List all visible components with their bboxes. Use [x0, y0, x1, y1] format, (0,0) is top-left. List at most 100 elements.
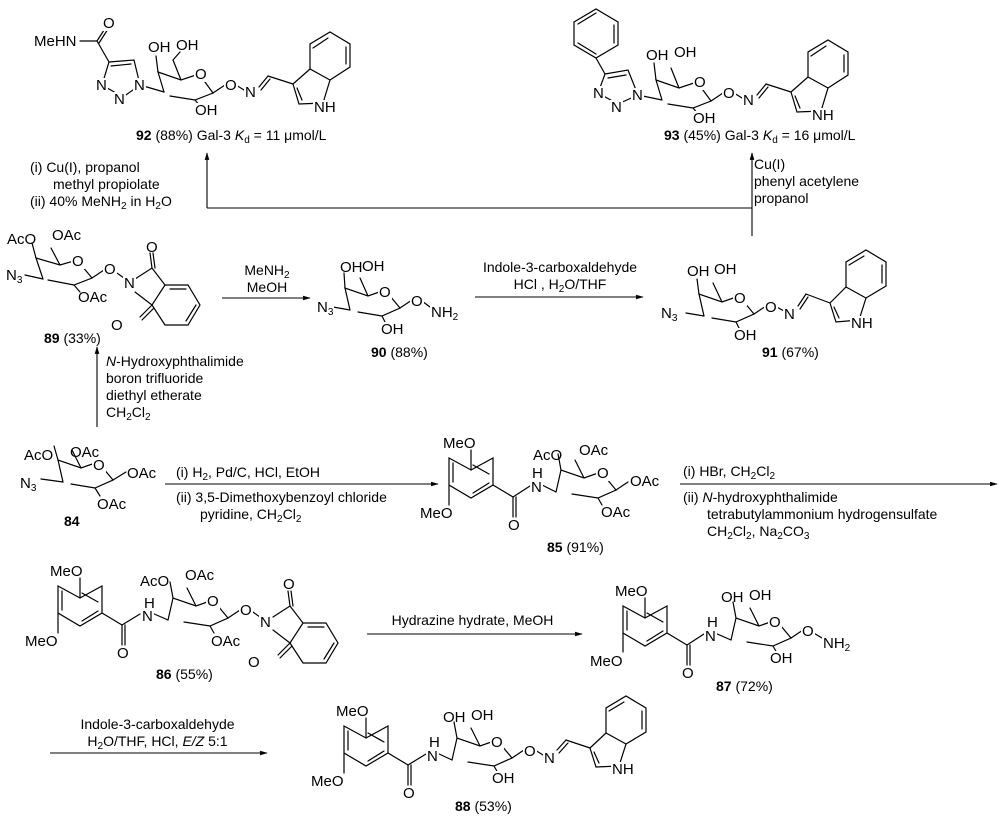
atom-o: O: [596, 465, 610, 482]
atom-oh: OH: [491, 770, 516, 787]
atom-oac: OAc: [579, 442, 609, 459]
compound-yield: (33%): [63, 330, 101, 346]
compound-yield: (53%): [474, 798, 512, 814]
structure-89: [24, 242, 201, 326]
atom-nh: NH: [313, 99, 337, 116]
atom-n: N: [631, 87, 644, 104]
atom-oh: OH: [362, 258, 385, 275]
atom-oh: OH: [714, 261, 737, 278]
condition-line: boron trifluoride: [106, 370, 204, 386]
atom-aco: AcO: [140, 573, 170, 590]
atom-o: O: [283, 576, 295, 593]
atom-n: N: [704, 628, 717, 645]
atom-o: O: [239, 602, 253, 619]
conditions-85-to-86-below: (ii) N-hydroxyphthalimide tetrabutylammo…: [683, 489, 937, 542]
atom-n: N: [426, 748, 439, 765]
compound-label-89: 89 (33%): [44, 330, 101, 346]
atom-o: O: [801, 623, 815, 640]
atom-oac: OAc: [630, 473, 660, 490]
atom-o: O: [248, 654, 260, 671]
atom-h: H: [429, 734, 440, 751]
kd-symbol: K: [762, 127, 773, 143]
atom-n3: N3: [316, 299, 335, 318]
atom-o: O: [378, 284, 392, 301]
condition-line: Indole-3-carboxaldehyde: [80, 716, 235, 732]
compound-number: 91: [762, 344, 778, 360]
atom-nh: NH: [811, 107, 835, 124]
compound-label-84: 84: [64, 513, 80, 529]
conditions-90-to-91: Indole-3-carboxaldehyde HCl , H2O/THF: [462, 259, 658, 295]
condition-line: propanol: [754, 190, 809, 206]
atom-o: O: [682, 665, 694, 682]
compound-number: 93: [664, 127, 680, 143]
kd-symbol: K: [234, 127, 245, 143]
compound-number: 89: [44, 330, 60, 346]
atom-o: O: [194, 66, 208, 83]
atom-nh2: NH2: [822, 635, 852, 654]
condition-line: (ii) 40% MeNH2 in H2O: [30, 193, 172, 212]
atom-meo: MeO: [336, 703, 369, 720]
compound-number: 90: [371, 344, 387, 360]
atom-meo: MeO: [50, 563, 83, 580]
compound-yield: (88%): [155, 127, 193, 143]
atom-o: O: [117, 645, 129, 662]
atom-oh: OH: [340, 259, 363, 276]
condition-line: MeOH: [246, 279, 288, 295]
atom-oh: OH: [769, 650, 794, 667]
compound-yield: (67%): [781, 344, 819, 360]
atom-meo: MeO: [420, 505, 453, 522]
conditions-to-93: Cu(I) phenyl acetylene propanol: [754, 156, 859, 207]
atom-oh: OH: [733, 327, 758, 344]
conditions-to-92: (i) Cu(I), propanol methyl propiolate (i…: [30, 159, 172, 212]
conditions-84-to-85-above: (i) H2, Pd/C, HCl, EtOH: [176, 464, 321, 483]
atom-nh2: NH2: [430, 304, 460, 323]
atom-mehn: MeHN: [33, 33, 78, 50]
atom-n3: N3: [660, 305, 679, 324]
condition-line: (i) Cu(I), propanol: [30, 159, 140, 175]
atom-o: O: [722, 85, 736, 102]
atom-h: H: [532, 465, 543, 482]
compound-yield: (45%): [683, 127, 721, 143]
atom-meo: MeO: [590, 653, 623, 670]
atom-o: O: [764, 299, 778, 316]
atom-o: O: [523, 743, 537, 760]
compound-yield: (72%): [735, 678, 773, 694]
structure-91: [685, 249, 887, 331]
atom-o: O: [410, 293, 424, 310]
atom-oh: OH: [687, 263, 710, 280]
kd-value: = 16 μmol/L: [777, 127, 856, 143]
atom-o: O: [508, 517, 520, 534]
condition-line: (i) H2, Pd/C, HCl, EtOH: [176, 464, 321, 483]
atom-o: O: [768, 614, 782, 631]
compound-label-91: 91 (67%): [762, 344, 819, 360]
atom-n3: N3: [5, 267, 24, 286]
atom-oh: OH: [674, 44, 697, 61]
compound-yield: (88%): [390, 344, 428, 360]
atom-o: O: [693, 74, 707, 91]
compound-number: 87: [716, 678, 732, 694]
atom-o: O: [103, 261, 117, 278]
atom-oac: OAc: [601, 504, 631, 521]
compound-yield: (55%): [175, 666, 213, 682]
atom-oh: OH: [148, 39, 171, 56]
atom-oac: OAc: [127, 465, 157, 482]
atom-n: N: [95, 77, 108, 94]
atom-h: H: [707, 614, 718, 631]
condition-line: diethyl etherate: [106, 387, 202, 403]
atom-n: N: [610, 99, 623, 116]
atom-oh: OH: [692, 110, 717, 127]
compound-number: 85: [547, 539, 563, 555]
atom-o: O: [490, 734, 504, 751]
kd-subscript: d: [244, 135, 250, 146]
condition-line: MeNH2: [244, 262, 290, 281]
atom-oh: OH: [194, 102, 219, 119]
compound-number: 84: [64, 513, 80, 529]
atom-nh: NH: [611, 761, 635, 778]
condition-line: pyridine, CH2Cl2: [200, 506, 302, 525]
atom-meo: MeO: [311, 773, 344, 790]
atom-o: O: [71, 253, 85, 270]
atom-o: O: [733, 290, 747, 307]
condition-line: Hydrazine hydrate, MeOH: [391, 612, 554, 628]
atom-o: O: [92, 457, 106, 474]
compound-label-90: 90 (88%): [371, 344, 428, 360]
